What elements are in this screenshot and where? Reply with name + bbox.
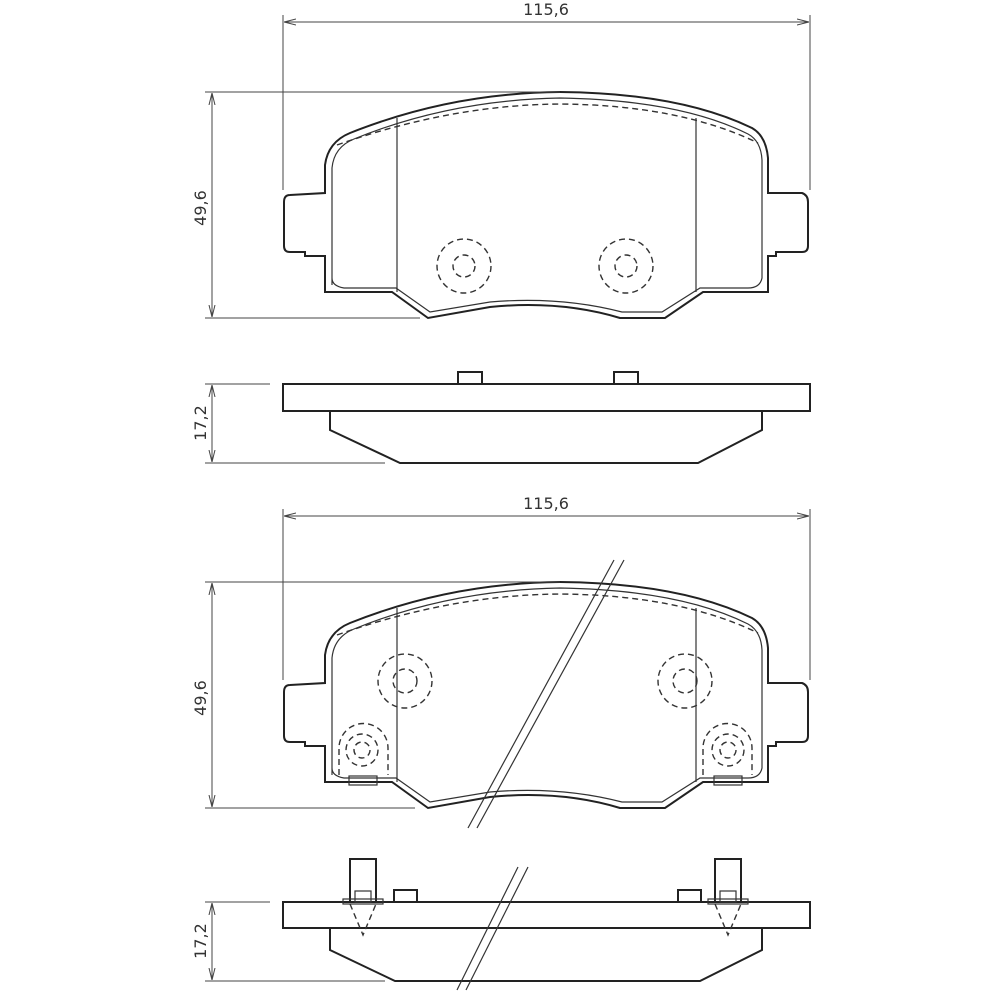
height-label: 49,6 (191, 680, 210, 716)
hole-inner (672, 668, 698, 694)
pad-top-view-1 (283, 91, 809, 319)
dimension-height-1: 49,6 (191, 91, 560, 319)
hole-inner (452, 254, 476, 278)
break-line-top (467, 559, 625, 829)
dimension-width-2: 115,6 (282, 494, 811, 680)
pad-side-view-1 (282, 371, 811, 464)
hole-outer (377, 653, 433, 709)
pad-side-view-2 (282, 858, 811, 982)
break-line-bottom (456, 866, 529, 991)
width-label: 115,6 (523, 494, 569, 513)
hole-outer (598, 238, 654, 294)
hole-inner (392, 668, 418, 694)
dimension-thickness-1: 17,2 (191, 383, 385, 464)
hole-outer (436, 238, 492, 294)
hole-outer (657, 653, 713, 709)
clip-right (702, 722, 753, 775)
width-label: 115,6 (523, 0, 569, 19)
thickness-label: 17,2 (191, 923, 210, 959)
thickness-label: 17,2 (191, 405, 210, 441)
hole-inner (614, 254, 638, 278)
dimension-thickness-2: 17,2 (191, 901, 385, 982)
pad-top-view-2 (283, 581, 809, 809)
clip-left (338, 722, 389, 775)
dimension-width-1: 115,6 (282, 0, 811, 190)
dimension-height-2: 49,6 (191, 581, 560, 809)
height-label: 49,6 (191, 190, 210, 226)
